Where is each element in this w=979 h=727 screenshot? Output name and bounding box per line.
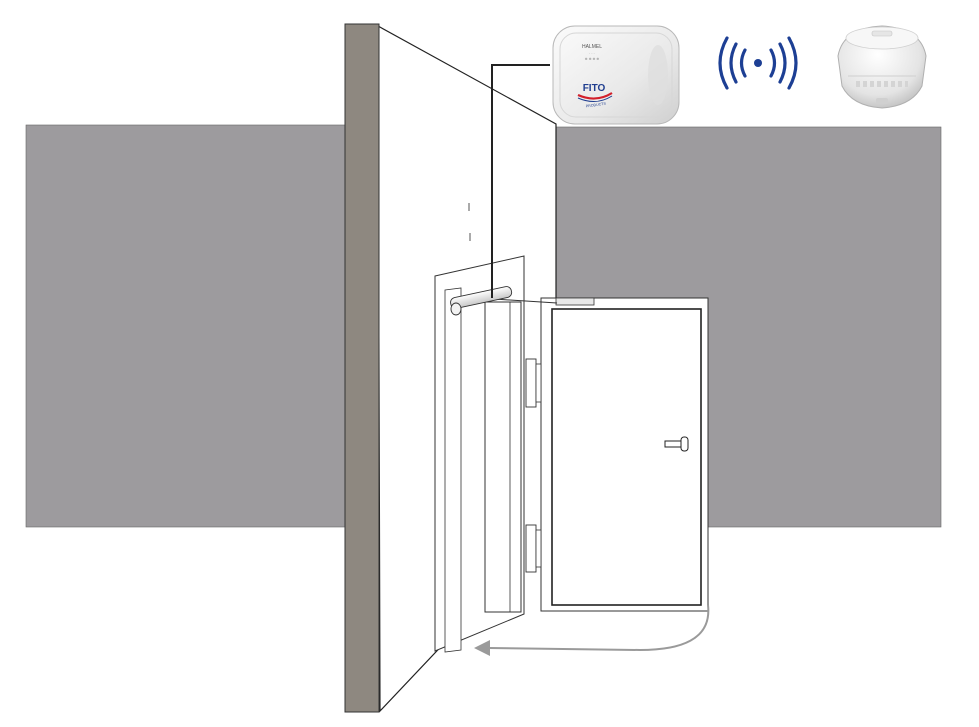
door-closer-rail [555,297,595,306]
door-swing-arrow [489,604,710,652]
wall-edge [344,23,380,713]
wireless-signal-icon [718,36,798,90]
smoke-detector-icon [837,25,927,109]
open-door-leaf-inner [444,287,462,653]
lower-hinge [525,524,537,573]
door-leaf [551,308,702,606]
left-back-wall [25,124,357,528]
door-edge [484,301,522,613]
svg-text:⊕ ⊕ ⊕ ⊕: ⊕ ⊕ ⊕ ⊕ [585,57,600,61]
controller-logo-sub: PRODUCTS [586,102,607,109]
wireless-door-controller-icon: HALMEL · · · ⊕ ⊕ ⊕ ⊕ FITO PRODUCTS [552,25,680,125]
door-closer-arm [450,286,558,316]
upper-hinge [525,358,537,408]
controller-logo-text: FITO [583,83,606,94]
svg-text:· · ·: · · · [589,52,594,56]
door-handle [664,436,689,452]
controller-brand-text: HALMEL [582,44,602,50]
connection-cable [491,64,550,298]
